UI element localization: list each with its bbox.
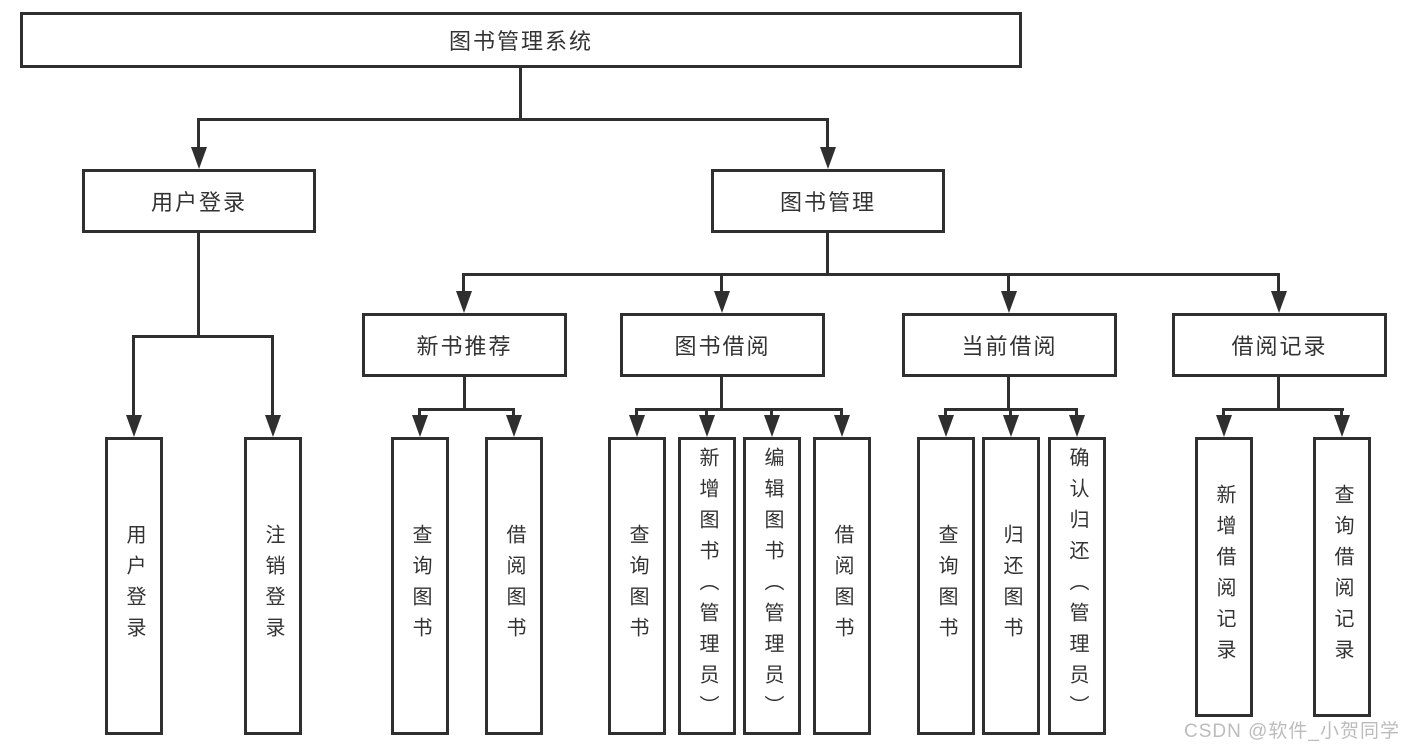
leaf-edit-books-admin: 编辑图书（管理员） — [743, 437, 801, 735]
connector-line — [1009, 408, 1012, 417]
arrow-down-icon — [1334, 415, 1350, 437]
connector-line — [635, 408, 843, 411]
arrow-down-icon — [1271, 291, 1287, 313]
node-root: 图书管理系统 — [20, 12, 1022, 68]
leaf-label: 查询图书 — [409, 524, 431, 648]
node-book-management-label: 图书管理 — [779, 190, 876, 215]
connector-line — [462, 273, 465, 291]
arrow-down-icon — [1216, 415, 1232, 437]
arrow-down-icon — [1069, 415, 1085, 437]
arrow-down-icon — [1003, 415, 1019, 437]
leaf-confirm-return-admin: 确认归还（管理员） — [1048, 437, 1106, 735]
leaf-query-books-3: 查询图书 — [917, 437, 975, 735]
connector-line — [197, 118, 200, 150]
connector-line — [1222, 408, 1225, 417]
node-book-borrow: 图书借阅 — [620, 313, 825, 377]
arrow-down-icon — [938, 415, 954, 437]
leaf-borrow-books-2: 借阅图书 — [813, 437, 871, 735]
node-book-management: 图书管理 — [711, 169, 945, 233]
arrow-down-icon — [456, 291, 472, 313]
leaf-label: 查询借阅记录 — [1331, 484, 1353, 670]
leaf-label: 查询图书 — [935, 524, 957, 648]
connector-line — [132, 335, 274, 338]
connector-line — [418, 408, 421, 417]
watermark: CSDN @软件_小贺同学 — [1184, 721, 1400, 742]
connector-line — [1222, 408, 1344, 411]
leaf-query-borrow-record: 查询借阅记录 — [1313, 437, 1371, 717]
connector-line — [271, 335, 274, 415]
connector-line — [826, 118, 829, 150]
arrow-down-icon — [191, 147, 207, 169]
leaf-add-borrow-record: 新增借阅记录 — [1195, 437, 1253, 717]
arrow-down-icon — [126, 415, 142, 437]
connector-line — [463, 377, 466, 408]
connector-line — [770, 408, 773, 417]
connector-line — [720, 273, 723, 291]
connector-line — [1277, 273, 1280, 291]
leaf-user-login: 用户登录 — [105, 437, 163, 735]
connector-line — [197, 233, 200, 335]
leaf-label: 编辑图书（管理员） — [761, 446, 783, 726]
node-new-book-recommend: 新书推荐 — [362, 313, 567, 377]
arrow-down-icon — [699, 415, 715, 437]
node-user-login-label: 用户登录 — [150, 190, 247, 215]
connector-line — [705, 408, 708, 417]
arrow-down-icon — [820, 147, 836, 169]
arrow-down-icon — [1001, 291, 1017, 313]
connector-line — [826, 233, 829, 273]
node-current-borrow-label: 当前借阅 — [961, 334, 1058, 359]
leaf-label: 注销登录 — [262, 524, 284, 648]
arrow-down-icon — [506, 415, 522, 437]
leaf-label: 归还图书 — [1000, 524, 1022, 648]
arrow-down-icon — [265, 415, 281, 437]
arrow-down-icon — [834, 415, 850, 437]
connector-line — [1007, 273, 1010, 291]
node-borrow-records: 借阅记录 — [1172, 313, 1387, 377]
leaf-label: 新增借阅记录 — [1213, 484, 1235, 670]
connector-line — [132, 335, 135, 415]
node-root-label: 图书管理系统 — [448, 29, 593, 54]
node-new-book-recommend-label: 新书推荐 — [416, 334, 513, 359]
arrow-down-icon — [764, 415, 780, 437]
connector-line — [840, 408, 843, 417]
leaf-query-books-1: 查询图书 — [391, 437, 449, 735]
leaf-label: 借阅图书 — [831, 524, 853, 648]
arrow-down-icon — [412, 415, 428, 437]
node-borrow-records-label: 借阅记录 — [1231, 334, 1328, 359]
connector-line — [1075, 408, 1078, 417]
connector-line — [512, 408, 515, 417]
connector-line — [418, 408, 515, 411]
connector-line — [1007, 377, 1010, 408]
connector-line — [462, 273, 1280, 276]
leaf-return-books: 归还图书 — [982, 437, 1040, 735]
leaf-label: 新增图书（管理员） — [696, 446, 718, 726]
connector-line — [519, 68, 522, 118]
leaf-label: 确认归还（管理员） — [1066, 446, 1088, 726]
leaf-label: 用户登录 — [123, 524, 145, 648]
connector-line — [720, 377, 723, 408]
node-current-borrow: 当前借阅 — [902, 313, 1117, 377]
connector-line — [197, 118, 829, 121]
leaf-logout: 注销登录 — [244, 437, 302, 735]
connector-line — [1340, 408, 1343, 417]
connector-line — [944, 408, 947, 417]
leaf-borrow-books-1: 借阅图书 — [485, 437, 543, 735]
arrow-down-icon — [629, 415, 645, 437]
leaf-query-books-2: 查询图书 — [608, 437, 666, 735]
node-book-borrow-label: 图书借阅 — [674, 334, 771, 359]
leaf-add-books-admin: 新增图书（管理员） — [678, 437, 736, 735]
connector-line — [635, 408, 638, 417]
leaf-label: 借阅图书 — [503, 524, 525, 648]
leaf-label: 查询图书 — [626, 524, 648, 648]
node-user-login: 用户登录 — [82, 169, 316, 233]
connector-line — [1277, 377, 1280, 408]
arrow-down-icon — [714, 291, 730, 313]
